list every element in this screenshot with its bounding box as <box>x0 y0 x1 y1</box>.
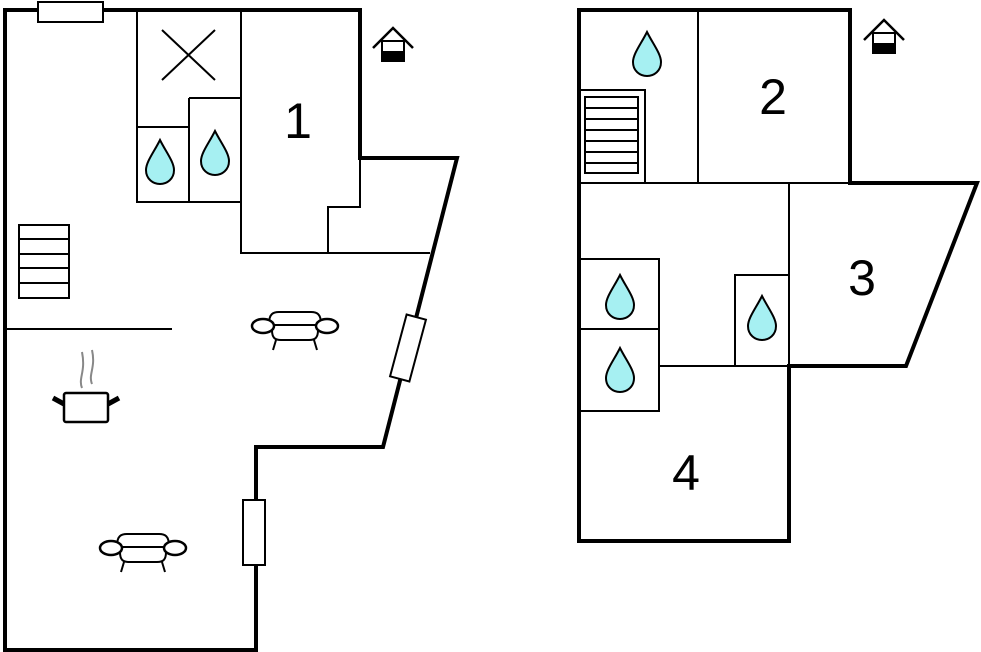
room-label-3: 3 <box>848 250 876 306</box>
sofa-icon <box>98 532 188 574</box>
room-label-2: 2 <box>759 69 787 125</box>
room-label-4: 4 <box>672 445 700 501</box>
house-icon <box>862 18 906 55</box>
window-icon <box>388 313 428 383</box>
water-drop-icon <box>747 295 777 341</box>
fan-x-icon <box>161 29 216 81</box>
window-icon <box>242 499 266 566</box>
room-label-1: 1 <box>284 93 312 149</box>
cooking-pot-icon <box>51 349 121 424</box>
outer-wall-right <box>577 8 980 543</box>
house-icon <box>371 26 415 63</box>
water-drop-icon <box>200 130 230 176</box>
outer-wall-left <box>3 8 460 652</box>
water-drop-icon <box>605 347 635 393</box>
stairs-icon <box>584 96 639 174</box>
sofa-icon <box>250 310 340 352</box>
water-drop-icon <box>605 274 635 320</box>
stairs-icon <box>18 224 70 299</box>
right-floor-plan: 2 3 4 <box>577 8 980 543</box>
left-floor-plan: 1 <box>3 1 460 652</box>
water-drop-icon <box>145 139 175 185</box>
internal-walls <box>579 10 850 412</box>
internal-walls <box>5 10 430 330</box>
water-drop-icon <box>632 31 662 77</box>
window-icon <box>37 1 104 23</box>
